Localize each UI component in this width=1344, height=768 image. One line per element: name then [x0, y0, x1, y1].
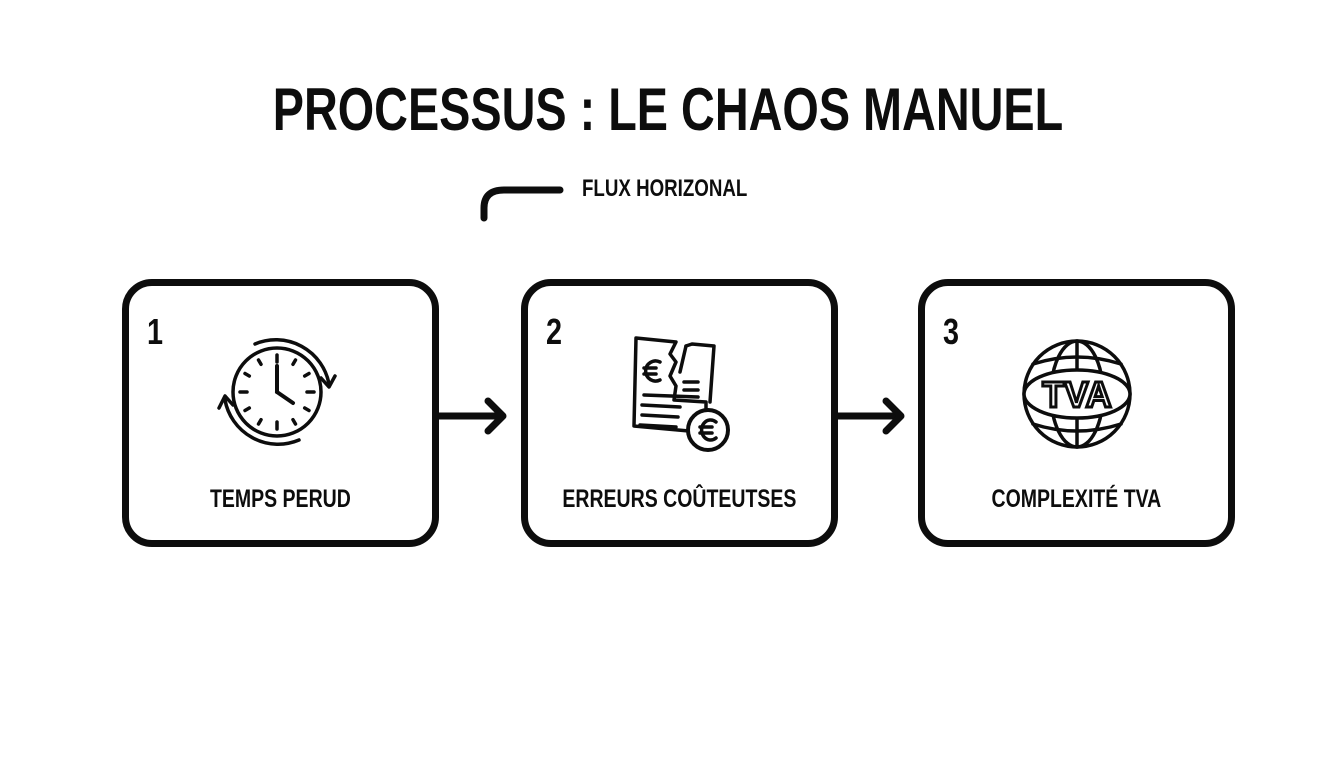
arrow-right-icon	[836, 397, 905, 435]
flow-annotation-label: FLUX HORIZONAL	[582, 175, 748, 202]
step-number: 1	[147, 311, 164, 352]
step-number: 2	[546, 311, 563, 352]
clock-cycle-icon	[217, 338, 337, 446]
step-card-1: 1	[122, 279, 439, 547]
page-title: PROCESSUS : LE CHAOS MANUEL	[272, 76, 1064, 143]
torn-invoice-euro-icon	[632, 336, 730, 452]
step-label: TEMPS PERUD	[209, 485, 351, 513]
svg-text:TVA: TVA	[1042, 374, 1111, 415]
step-card-3: 3 TVA COMPLEXITÉ TVA	[918, 279, 1235, 547]
arrow-right-icon	[438, 397, 507, 435]
step-label: COMPLEXITÉ TVA	[991, 485, 1162, 513]
step-number: 3	[943, 311, 960, 352]
step-label: ERREURS COÛTEUTSES	[562, 485, 797, 513]
globe-tva-icon: TVA	[1022, 339, 1132, 449]
step-card-2: 2 ERREURS COÛTEUTSES	[521, 279, 838, 547]
curved-line-icon	[480, 186, 564, 222]
